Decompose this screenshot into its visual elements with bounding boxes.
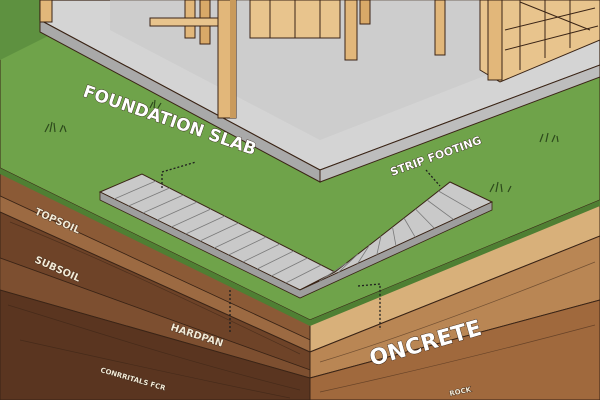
footing-block-line <box>438 190 473 212</box>
right-soil-block <box>309 199 600 400</box>
footing-block-line <box>318 262 347 282</box>
left-soil-block <box>0 167 311 400</box>
clay-layer <box>309 235 600 379</box>
grass-tuft-icon <box>44 121 67 133</box>
foundation-slab <box>39 0 600 183</box>
footing-block-line <box>256 250 294 270</box>
footing-block-line <box>185 215 225 235</box>
timber-post <box>359 0 371 25</box>
leader-line-slab <box>161 161 197 188</box>
footing-block-line <box>338 253 359 273</box>
deep-layer <box>309 299 600 400</box>
footing-block-line <box>415 208 435 229</box>
timber-framing <box>39 0 600 119</box>
footing-block-line <box>403 217 416 238</box>
leader-line-strip <box>425 169 441 187</box>
footing-block-line <box>392 226 397 247</box>
footing-block-line <box>271 257 308 277</box>
grass-tuft-icon <box>489 181 512 193</box>
footing-block-line <box>228 236 267 256</box>
footing-block-line <box>114 180 156 200</box>
footing-block-line <box>128 187 170 207</box>
slab-inner-shade <box>110 0 520 140</box>
grass-tufts <box>44 99 559 193</box>
footing-block-line <box>357 244 370 264</box>
timber-post <box>344 0 358 61</box>
leader-line-concrete <box>357 283 381 330</box>
timber-plate <box>149 17 221 27</box>
footing-block-line <box>214 229 253 249</box>
strip-footing <box>98 173 494 299</box>
timber-post <box>487 0 503 81</box>
timber-post <box>434 0 446 56</box>
footing-front-edge <box>99 191 493 299</box>
footing-block-lines <box>114 180 473 284</box>
footing-block-line <box>156 201 198 221</box>
leader-lines <box>161 161 441 332</box>
grass-tuft-icon <box>539 132 559 143</box>
footing-block-line <box>199 222 239 242</box>
footing-block-line <box>171 208 212 228</box>
slab-right-edge <box>319 64 600 183</box>
footing-block-line <box>426 199 454 220</box>
timber-post-shade <box>230 0 236 118</box>
timber-post <box>39 0 53 23</box>
footing-block-line <box>242 243 281 263</box>
footing-block-line <box>142 194 184 214</box>
grass-tuft-icon <box>149 99 162 109</box>
footing-block-line <box>285 264 322 284</box>
footing-block-line <box>376 235 382 255</box>
